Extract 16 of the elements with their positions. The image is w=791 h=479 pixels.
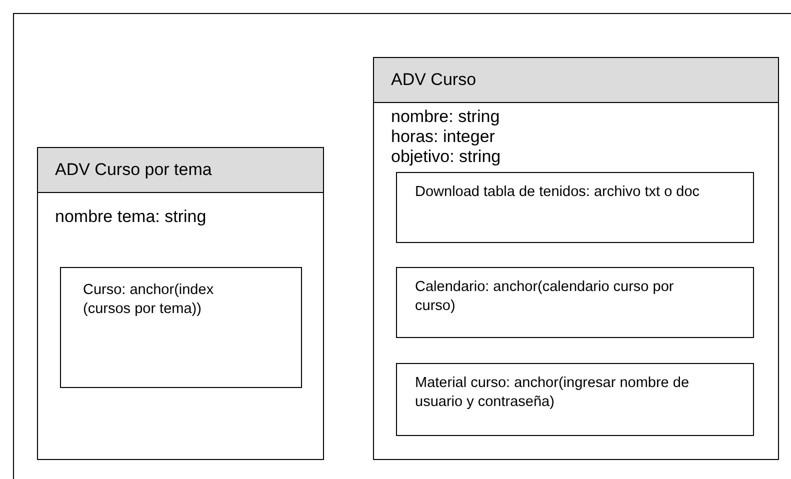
content-box [60,267,302,388]
content-box [396,172,754,243]
attribute-text: horas: integer [391,127,495,147]
field-text: Curso: anchor(index (cursos por tema)) [83,281,215,319]
attribute-text: nombre tema: string [55,207,206,227]
content-box [396,363,754,436]
class-header: ADV Curso [374,58,778,103]
field-text: Calendario: anchor(calendario curso por curso) [415,278,675,316]
class-box [37,147,324,460]
class-box [373,57,779,460]
attribute-text: nombre: string [391,107,500,127]
content-box [396,267,754,338]
attribute-text: objetivo: string [391,147,501,167]
field-text: Material curso: anchor(ingresar nombre de usuario y contraseña) [415,374,690,412]
class-header: ADV Curso por tema [38,148,323,193]
field-text: Download tabla de tenidos: archivo txt o doc [415,183,701,202]
